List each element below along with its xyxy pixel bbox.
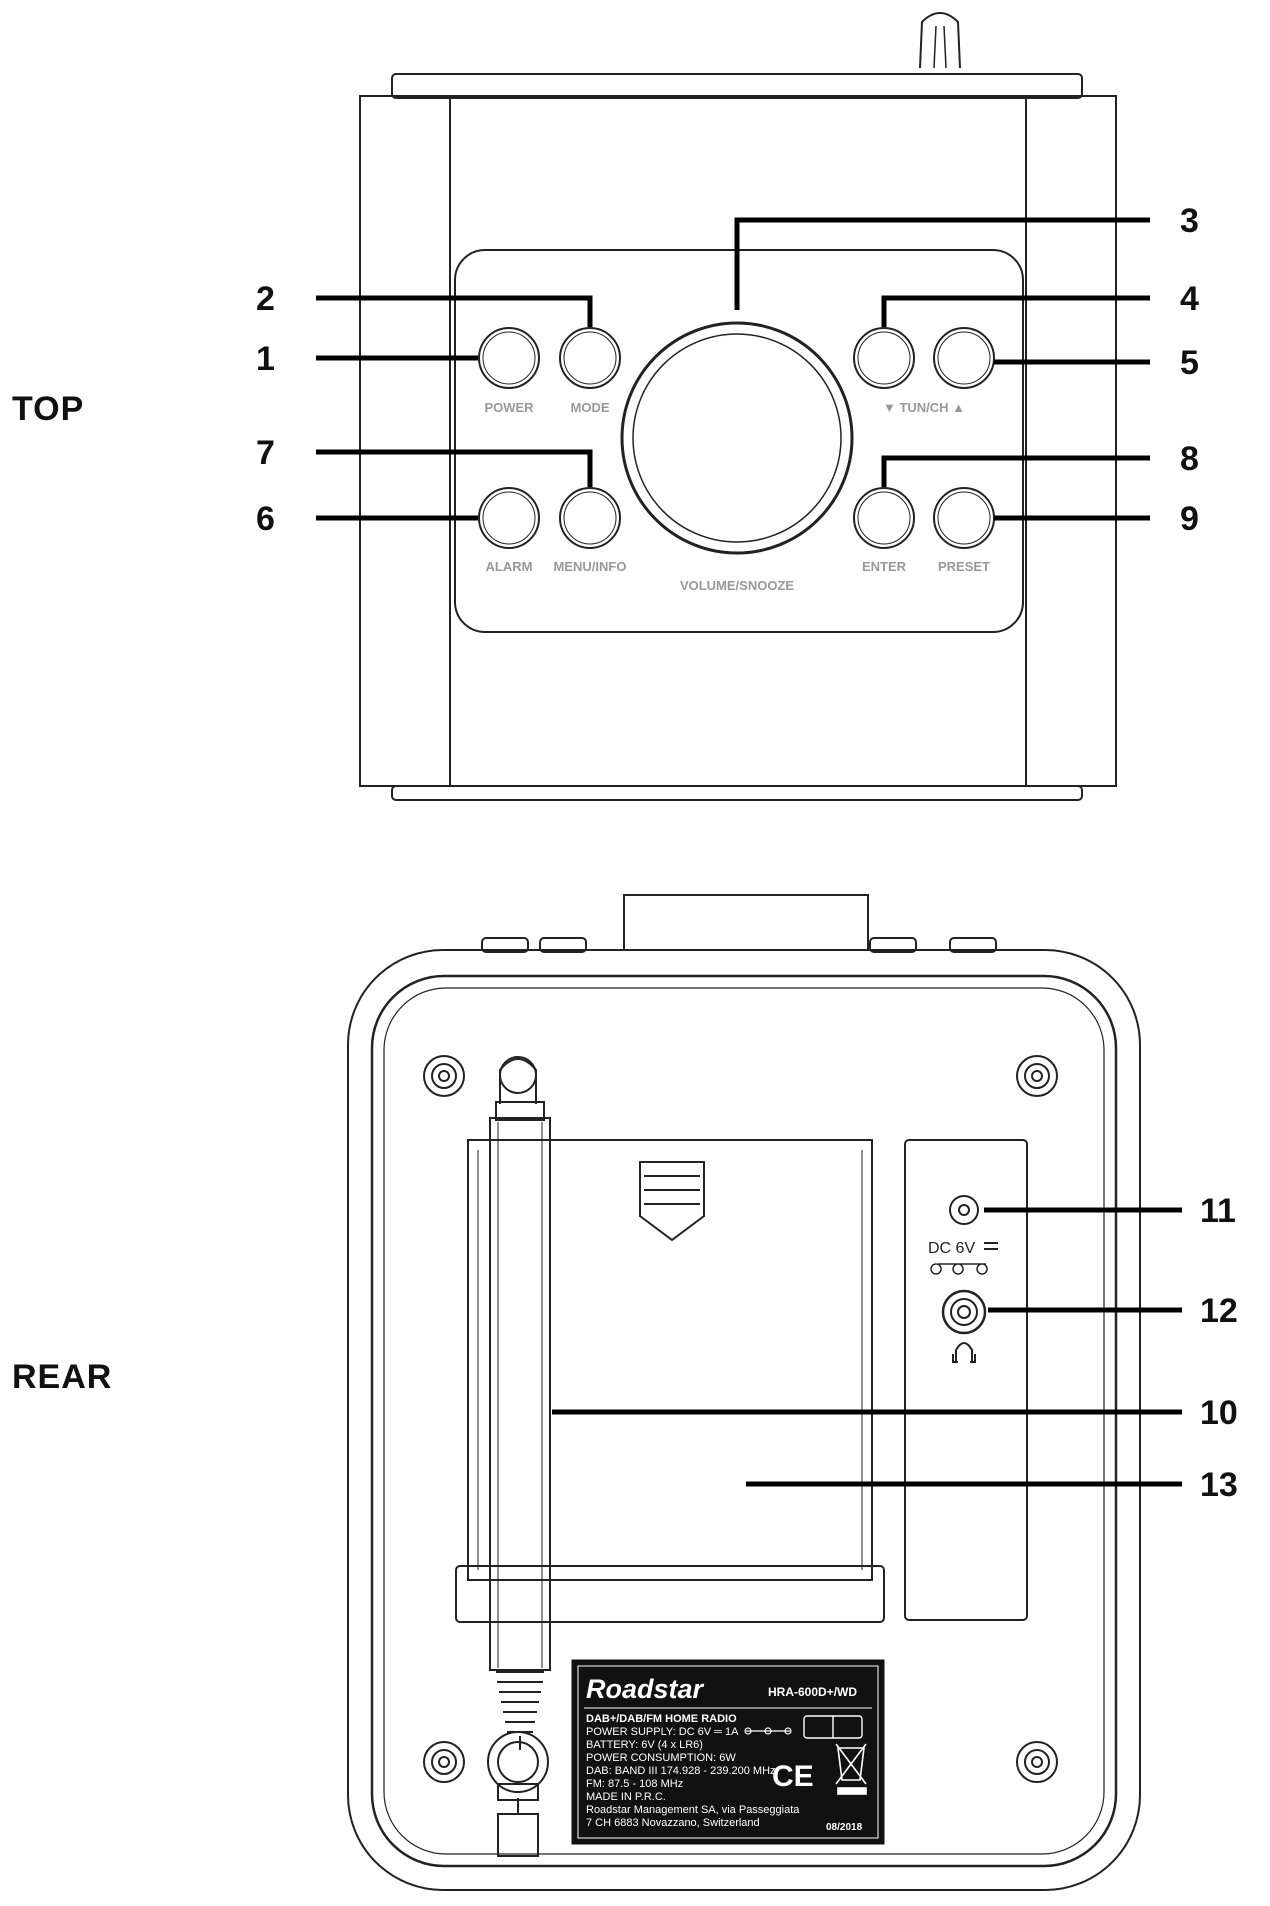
plate-line-8: Roadstar Management SA, via Passeggiata (586, 1804, 800, 1816)
dc-polarity-plate-icon (744, 1727, 792, 1735)
callout-8: 8 (1180, 440, 1199, 478)
power-label: POWER (484, 400, 534, 415)
tun-ch-label: ▼ TUN/CH ▲ (883, 400, 965, 415)
dc-jack-label: DC 6V (928, 1240, 975, 1257)
callout-3: 3 (1180, 202, 1199, 240)
alarm-button[interactable] (478, 487, 540, 549)
plate-line-1: DAB+/DAB/FM HOME RADIO (586, 1713, 737, 1725)
plate-line-9: 7 CH 6883 Novazzano, Switzerland (586, 1817, 760, 1829)
top-leader-lines (316, 217, 1150, 521)
enter-button[interactable] (853, 487, 915, 549)
bottom-edge-bar (391, 785, 1083, 801)
dc-jack-icon[interactable] (949, 1195, 979, 1225)
rear-leader-lines (552, 1207, 1182, 1487)
mode-button[interactable] (559, 327, 621, 389)
rating-plate: Roadstar HRA-600D+/WD DAB+/DAB/FM HOME R… (571, 1659, 885, 1845)
callout-5: 5 (1180, 344, 1199, 382)
leader-4 (881, 295, 1150, 327)
leader-2 (316, 295, 593, 327)
plate-line-4: POWER CONSUMPTION: 6W (586, 1752, 736, 1764)
jack-panel (904, 1139, 1028, 1621)
callout-1: 1 (256, 340, 275, 378)
dc-polarity-icon (930, 1263, 988, 1275)
screw-icon (1016, 1055, 1058, 1097)
weee-bin-icon (835, 1743, 867, 1795)
brand-logo: Roadstar (586, 1674, 705, 1704)
callout-13: 13 (1200, 1466, 1238, 1504)
telescopic-antenna[interactable] (487, 1056, 551, 1857)
radio-rear-body (347, 949, 1141, 1891)
view-label-rear: REAR (12, 1358, 113, 1396)
callout-10: 10 (1200, 1394, 1238, 1432)
plate-line-7: MADE IN P.R.C. (586, 1791, 666, 1803)
rear-view (347, 894, 1141, 1891)
callout-7: 7 (256, 434, 275, 472)
battery-cover-lip (455, 1565, 885, 1623)
preset-label: PRESET (938, 559, 990, 574)
callout-11: 11 (1200, 1192, 1236, 1230)
battery-compartment (467, 1139, 873, 1581)
tune-up-button[interactable] (933, 327, 995, 389)
radio-top-body (359, 95, 1117, 787)
menu-info-button[interactable] (559, 487, 621, 549)
preset-button[interactable] (933, 487, 995, 549)
plate-line-6: FM: 87.5 - 108 MHz (586, 1778, 683, 1790)
alarm-label: ALARM (486, 559, 533, 574)
model-number: HRA-600D+/WD (768, 1685, 857, 1699)
callout-9: 9 (1180, 500, 1199, 538)
screw-icon (423, 1055, 465, 1097)
plate-line-3: BATTERY: 6V (4 x LR6) (586, 1739, 703, 1751)
callout-2: 2 (256, 280, 275, 318)
top-edge-bar (391, 73, 1083, 99)
tune-down-button[interactable] (853, 327, 915, 389)
enter-label: ENTER (862, 559, 907, 574)
dab-logo-icon (803, 1715, 863, 1739)
mode-label: MODE (571, 400, 610, 415)
power-button[interactable] (478, 327, 540, 389)
screw-icon (1016, 1741, 1058, 1783)
top-view (359, 12, 1117, 801)
callout-12: 12 (1200, 1292, 1238, 1330)
rear-top-handle (623, 894, 869, 950)
battery-cover-latch-icon (639, 1161, 705, 1242)
volume-snooze-label: VOLUME/SNOOZE (680, 578, 794, 593)
screw-icon (423, 1741, 465, 1783)
menu-info-label: MENU/INFO (554, 559, 627, 574)
leader-7 (316, 449, 593, 487)
leader-3 (734, 217, 1150, 310)
headphone-jack-icon[interactable] (941, 1289, 987, 1335)
plate-date: 08/2018 (826, 1822, 863, 1833)
plate-line-2: POWER SUPPLY: DC 6V ═ 1A (586, 1726, 739, 1738)
leader-8 (881, 455, 1150, 487)
ce-mark-icon: CE (772, 1760, 814, 1793)
volume-snooze-knob[interactable] (620, 321, 854, 555)
plate-line-5: DAB: BAND III 174.928 - 239.200 MHz (586, 1765, 776, 1777)
callout-6: 6 (256, 500, 275, 538)
view-label-top: TOP (12, 390, 85, 428)
callout-4: 4 (1180, 280, 1199, 318)
antenna-stub-icon (919, 12, 961, 69)
headphone-icon (952, 1342, 976, 1363)
